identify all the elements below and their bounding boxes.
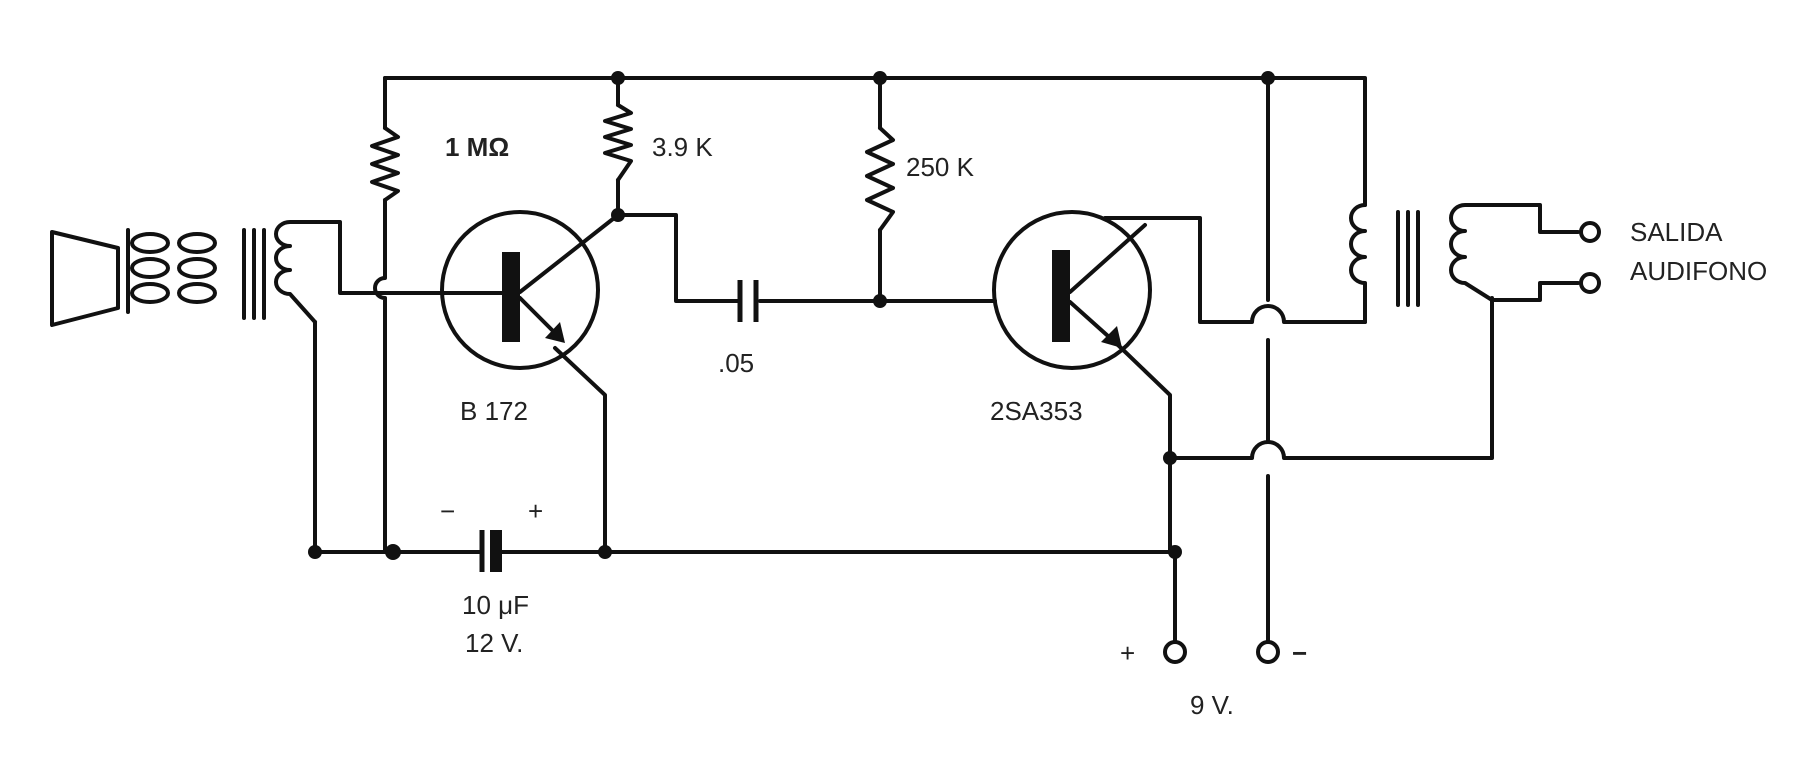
- label-q1: B 172: [460, 396, 528, 426]
- label-r3: 250 K: [906, 152, 975, 182]
- junction-dots: [308, 71, 1275, 560]
- electrolytic-capacitor: [479, 530, 502, 572]
- label-supply-minus: −: [1292, 638, 1307, 668]
- resistor-1m: [370, 126, 400, 202]
- label-supply-plus: +: [1120, 638, 1135, 668]
- transistor-q2: [992, 210, 1152, 370]
- label-cap-minus: −: [440, 496, 455, 526]
- wiring: [313, 76, 1580, 650]
- label-output-line1: SALIDA: [1630, 217, 1723, 247]
- speaker-icon: [50, 230, 120, 327]
- label-r1: 1 MΩ: [445, 132, 509, 162]
- label-cap-coupling: .05: [718, 348, 754, 378]
- output-terminal-1: [1579, 221, 1601, 243]
- label-cap-elec-value: 10 μF: [462, 590, 529, 620]
- label-q2: 2SA353: [990, 396, 1083, 426]
- resistor-250k: [865, 126, 895, 232]
- label-output-line2: AUDIFONO: [1630, 256, 1767, 286]
- coupling-capacitor: [737, 280, 759, 322]
- output-transformer: [1349, 203, 1494, 312]
- resistor-3k9: [603, 103, 633, 182]
- supply-plus-terminal: [1163, 640, 1187, 664]
- label-r2: 3.9 K: [652, 132, 713, 162]
- input-transformer: [126, 220, 317, 324]
- label-cap-plus: +: [528, 496, 543, 526]
- label-cap-elec-voltage: 12 V.: [465, 628, 523, 658]
- transistor-q1: [440, 210, 620, 370]
- output-terminal-2: [1579, 272, 1601, 294]
- supply-minus-terminal: [1256, 640, 1280, 664]
- label-supply-voltage: 9 V.: [1190, 690, 1234, 720]
